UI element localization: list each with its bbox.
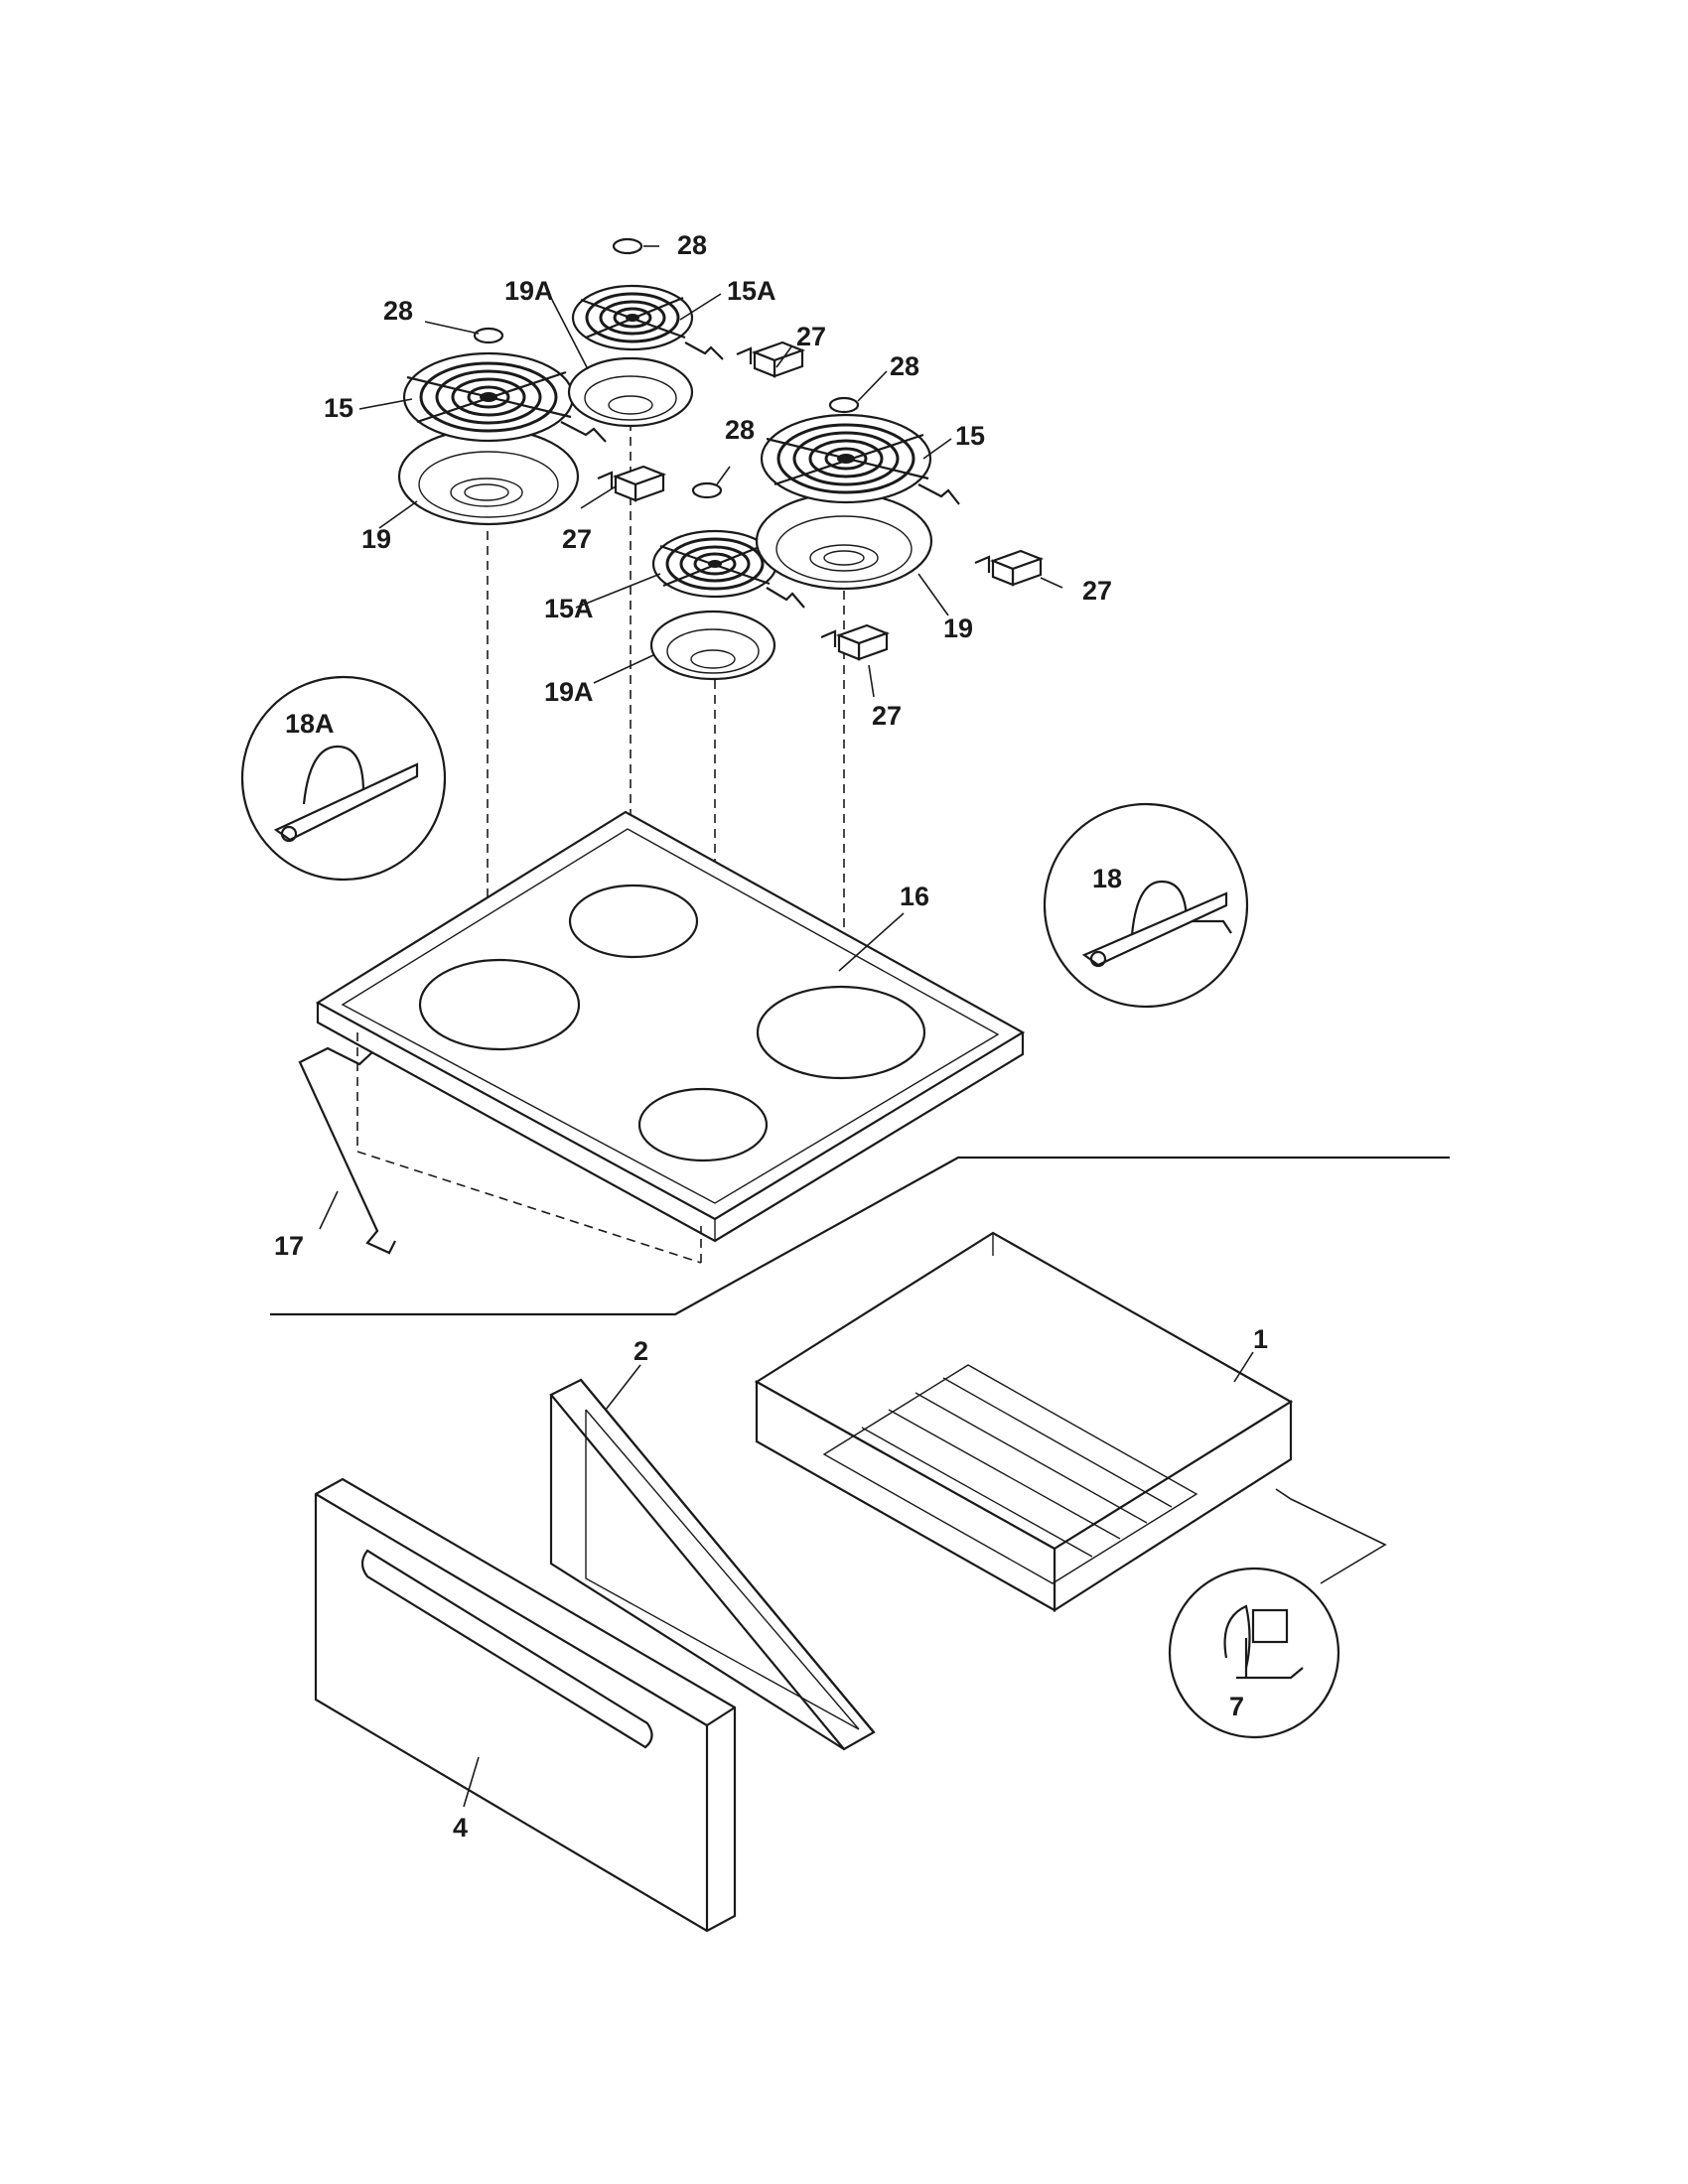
section-divider: [270, 1156, 1450, 1316]
callout-19A: 19A: [504, 276, 554, 306]
callout-19: 19: [361, 524, 391, 554]
callout-19A: 19A: [544, 677, 594, 707]
leader-lines: [319, 245, 1254, 1808]
terminal-blocks: [597, 341, 1045, 661]
surface-element-top: [567, 237, 724, 428]
callout-18: 18: [1092, 864, 1122, 893]
callout-18A: 18A: [285, 709, 335, 739]
callout-16: 16: [900, 882, 929, 911]
callout-27: 27: [796, 322, 826, 351]
callout-4: 4: [453, 1813, 468, 1843]
callout-15A: 15A: [544, 594, 594, 623]
callout-28: 28: [890, 351, 919, 381]
callout-15: 15: [955, 421, 985, 451]
callout-17: 17: [274, 1231, 304, 1261]
callout-15A: 15A: [727, 276, 776, 306]
surface-element-middle: [649, 481, 805, 681]
detail-18: [1043, 802, 1249, 1009]
callout-28: 28: [725, 415, 755, 445]
detail-7: [1168, 1488, 1387, 1739]
callout-27: 27: [562, 524, 592, 554]
drawer-front: [314, 1477, 737, 1933]
callout-28: 28: [677, 230, 707, 260]
callout-2: 2: [633, 1336, 648, 1366]
main-top: [315, 810, 1026, 1243]
drawer-frame: [549, 1378, 876, 1751]
callout-19: 19: [943, 614, 973, 643]
callout-27: 27: [1082, 576, 1112, 606]
callout-labels: 28 28 19A 15A 27 15 19 27 28 15 28 15A 1…: [274, 230, 1268, 1843]
detail-18A: [240, 675, 447, 882]
drawer-box: [754, 1231, 1294, 1613]
surface-element-left: [397, 327, 607, 526]
callout-27: 27: [872, 701, 902, 731]
surface-element-right: [755, 396, 960, 591]
callout-28: 28: [383, 296, 413, 326]
top-support-wire: [298, 1046, 396, 1255]
callout-15: 15: [324, 393, 353, 423]
callout-7: 7: [1229, 1692, 1244, 1721]
callout-1: 1: [1253, 1324, 1268, 1354]
